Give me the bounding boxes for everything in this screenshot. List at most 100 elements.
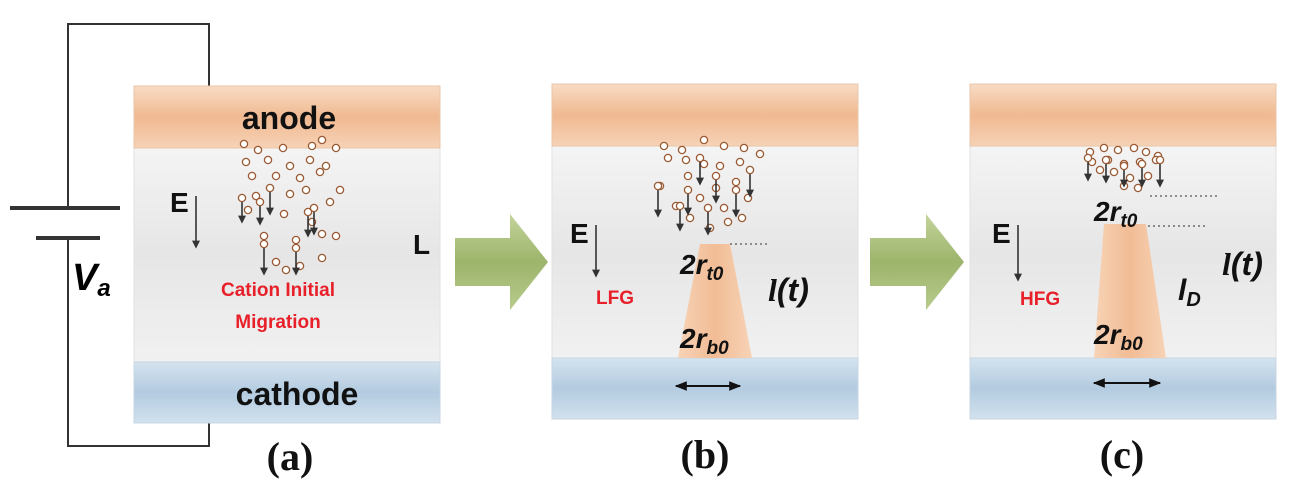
cation — [331, 231, 341, 241]
cation — [317, 135, 327, 145]
cation — [681, 155, 691, 165]
cation — [699, 135, 709, 145]
cation — [259, 239, 269, 249]
cation — [255, 197, 265, 207]
cation — [719, 203, 729, 213]
cation — [675, 201, 685, 211]
cation — [271, 257, 281, 267]
cation — [317, 229, 327, 239]
cation — [1133, 183, 1143, 193]
circuit-wire-bottom — [67, 238, 210, 447]
cation — [703, 203, 713, 213]
bottom-radius-label: 2rb0 — [679, 323, 729, 359]
cation — [685, 213, 695, 223]
cation — [1143, 171, 1153, 181]
cation — [285, 161, 295, 171]
cation — [281, 265, 291, 275]
cation — [1099, 143, 1109, 153]
gap-distance-label: lD — [1178, 274, 1201, 311]
cation — [1083, 153, 1093, 163]
thickness-label: L — [413, 229, 430, 260]
cation — [1113, 145, 1123, 155]
cation — [1095, 165, 1105, 175]
cation — [253, 145, 263, 155]
panel-a: anode cathode E L Cation Initial Migrati… — [133, 85, 441, 424]
cation — [291, 235, 301, 245]
cation — [309, 203, 319, 213]
cation — [331, 143, 341, 153]
cation — [295, 261, 305, 271]
cation — [263, 155, 273, 165]
cation — [739, 143, 749, 153]
cation — [663, 153, 673, 163]
cation — [259, 231, 269, 241]
cathode-electrode — [133, 361, 441, 424]
cation — [731, 185, 741, 195]
cation — [755, 149, 765, 159]
cation — [265, 183, 275, 193]
cation — [677, 145, 687, 155]
cation — [279, 209, 289, 219]
cation — [659, 141, 669, 151]
cation — [291, 243, 301, 253]
cation — [278, 143, 288, 153]
cation — [1137, 159, 1147, 169]
filament-length-label: l(t) — [768, 272, 809, 308]
source-voltage-label: Va — [72, 257, 111, 302]
cation — [307, 141, 317, 151]
cation — [1119, 161, 1129, 171]
anode-electrode — [969, 83, 1277, 147]
cation — [695, 193, 705, 203]
cation — [303, 207, 313, 217]
progression-arrow-1 — [455, 214, 548, 310]
cation-cloud — [237, 135, 345, 276]
cation — [695, 153, 705, 163]
circuit-wire-top — [67, 23, 210, 206]
cation — [711, 171, 721, 181]
cation — [723, 217, 733, 227]
panel-c-caption: (c) — [1100, 432, 1144, 477]
panel-b-caption: (b) — [681, 432, 730, 477]
cation — [1141, 147, 1151, 157]
cation — [295, 173, 305, 183]
cation — [271, 171, 281, 181]
cation — [317, 253, 327, 263]
cation — [315, 167, 325, 177]
cation — [243, 205, 253, 215]
panel-b: E LFG 2rt0 2rb0 l(t) — [551, 83, 859, 420]
cation — [1129, 143, 1139, 153]
cathode-electrode — [969, 357, 1277, 420]
cation — [305, 155, 315, 165]
cation — [301, 185, 311, 195]
cathode-label: cathode — [236, 376, 359, 412]
cation — [1109, 167, 1119, 177]
cathode-electrode — [551, 357, 859, 420]
cation — [735, 157, 745, 167]
growth-regime-label: LFG — [596, 288, 634, 309]
cation — [285, 189, 295, 199]
field-label: E — [170, 187, 189, 218]
cation — [719, 141, 729, 151]
cation — [737, 213, 747, 223]
external-circuit — [10, 23, 210, 447]
conductive-filament — [678, 244, 752, 358]
cation — [321, 161, 331, 171]
cation — [683, 171, 693, 181]
cation — [241, 157, 251, 167]
cation — [745, 165, 755, 175]
conductive-filament — [1094, 224, 1166, 358]
growth-regime-label: HFG — [1020, 289, 1060, 310]
cation — [251, 191, 261, 201]
migration-label-line1: Cation Initial — [221, 280, 335, 301]
migration-label-line2: Migration — [235, 312, 321, 333]
cation — [731, 177, 741, 187]
cation — [335, 185, 345, 195]
cation — [683, 185, 693, 195]
top-radius-label: 2rt0 — [679, 249, 724, 285]
switching-medium — [133, 147, 441, 363]
cation — [247, 171, 257, 181]
anode-label: anode — [242, 100, 336, 136]
cation — [325, 197, 335, 207]
cation — [715, 161, 725, 171]
